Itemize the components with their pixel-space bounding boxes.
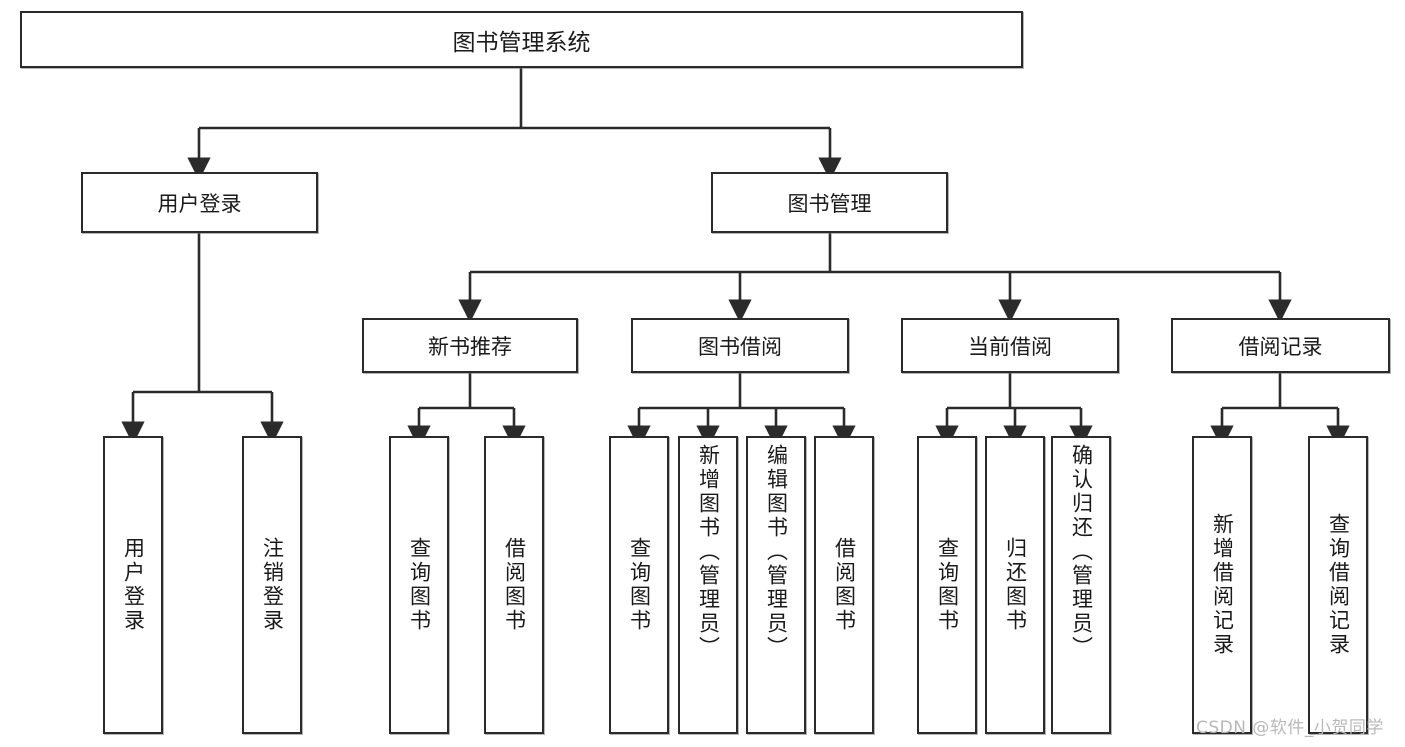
leaf-query-borrow-record[interactable]: 查询借阅记录 <box>1308 436 1368 734</box>
node-user-login[interactable]: 用户登录 <box>81 172 318 233</box>
node-label: 新增借阅记录 <box>1210 513 1235 657</box>
node-label: 当前借阅 <box>968 334 1052 359</box>
node-label: 查询图书 <box>935 537 960 633</box>
node-label: 查询图书 <box>627 537 652 633</box>
node-label: 图书管理系统 <box>452 29 591 56</box>
node-label: 新书推荐 <box>428 334 512 359</box>
node-current-borrow[interactable]: 当前借阅 <box>901 318 1119 373</box>
node-label: 新增图书（管理员） <box>696 444 721 660</box>
node-label: 查询图书 <box>407 537 432 633</box>
node-label: 查询借阅记录 <box>1326 513 1351 657</box>
leaf-borrow-book-recommend[interactable]: 借阅图书 <box>484 436 544 734</box>
node-label: 编辑图书（管理员） <box>764 444 789 660</box>
node-label: 借阅图书 <box>502 537 527 633</box>
leaf-add-book-admin[interactable]: 新增图书（管理员） <box>678 436 738 734</box>
node-label: 借阅图书 <box>832 537 857 633</box>
node-book-management[interactable]: 图书管理 <box>711 172 948 233</box>
node-label: 图书借阅 <box>698 334 782 359</box>
csdn-watermark: CSDN @软件_小贺同学 <box>1196 718 1384 738</box>
leaf-query-book-borrow[interactable]: 查询图书 <box>609 436 669 734</box>
leaf-confirm-return-admin[interactable]: 确认归还（管理员） <box>1051 436 1111 734</box>
node-book-borrow[interactable]: 图书借阅 <box>631 318 849 373</box>
leaf-query-book-current[interactable]: 查询图书 <box>917 436 977 734</box>
node-label: 注销登录 <box>260 537 285 633</box>
node-borrow-records[interactable]: 借阅记录 <box>1171 318 1390 373</box>
leaf-query-book-recommend[interactable]: 查询图书 <box>389 436 449 734</box>
leaf-borrow-book[interactable]: 借阅图书 <box>814 436 874 734</box>
node-label: 确认归还（管理员） <box>1069 444 1094 660</box>
node-label: 归还图书 <box>1003 537 1028 633</box>
leaf-add-borrow-record[interactable]: 新增借阅记录 <box>1192 436 1252 734</box>
leaf-logout-login[interactable]: 注销登录 <box>242 436 302 734</box>
node-label: 用户登录 <box>121 537 146 633</box>
node-label: 借阅记录 <box>1238 334 1323 359</box>
leaf-return-book[interactable]: 归还图书 <box>985 436 1045 734</box>
node-label: 用户登录 <box>157 191 242 216</box>
node-label: 图书管理 <box>787 191 872 216</box>
node-new-book-recommend[interactable]: 新书推荐 <box>362 318 578 373</box>
node-root-system[interactable]: 图书管理系统 <box>20 11 1023 68</box>
leaf-edit-book-admin[interactable]: 编辑图书（管理员） <box>746 436 806 734</box>
leaf-user-login[interactable]: 用户登录 <box>103 436 163 734</box>
